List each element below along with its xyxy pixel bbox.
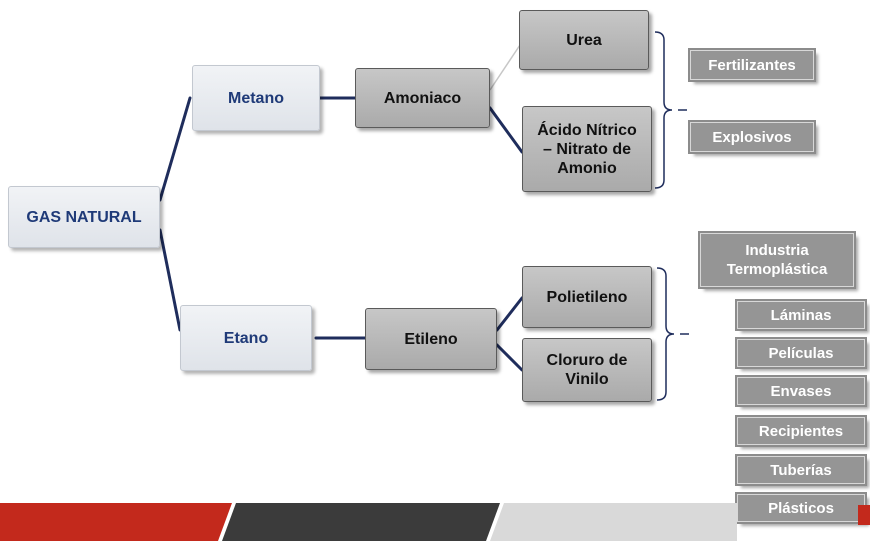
connector-amoniaco-urea: [489, 41, 523, 91]
node-acido-nitrico: Ácido Nítrico – Nitrato de Amonio: [522, 106, 652, 192]
node-metano: Metano: [192, 65, 320, 131]
acido-line-1: Ácido Nítrico: [537, 121, 637, 139]
connector-gas-etano: [158, 228, 182, 332]
footer-red-band: [0, 503, 232, 541]
node-polietileno: Polietileno: [522, 266, 652, 328]
node-gas-natural: GAS NATURAL: [8, 186, 160, 248]
acido-line-2: – Nitrato de: [542, 140, 631, 158]
box-tuberias: Tuberías: [735, 454, 867, 486]
box-laminas: Láminas: [735, 299, 867, 331]
connector-etileno-cloruro: [495, 343, 524, 372]
box-plasticos: Plásticos: [735, 492, 867, 524]
node-amoniaco: Amoniaco: [355, 68, 490, 128]
box-industria-termoplastica: Industria Termoplástica: [698, 231, 856, 289]
node-cloruro-vinilo: Cloruro de Vinilo: [522, 338, 652, 402]
footer-dark-band: [222, 503, 500, 541]
box-explosivos: Explosivos: [688, 120, 816, 154]
box-recipientes: Recipientes: [735, 415, 867, 447]
cloruro-line-2: Vinilo: [565, 371, 609, 388]
acido-line-3: Amonio: [557, 159, 617, 177]
industria-line-2: Termoplástica: [726, 261, 828, 278]
footer-gray-band: [490, 503, 737, 541]
cloruro-line-1: Cloruro de: [546, 352, 628, 369]
connector-etileno-polietileno: [495, 296, 524, 332]
node-etileno: Etileno: [365, 308, 497, 370]
connector-amoniaco-acido: [488, 106, 524, 154]
node-urea: Urea: [519, 10, 649, 70]
industria-line-1: Industria: [745, 242, 809, 259]
bracket-etano-products: [656, 267, 675, 401]
bracket-metano-products: [654, 31, 673, 189]
footer-logo-mark: [858, 505, 870, 525]
connector-gas-metano: [158, 96, 192, 202]
node-etano: Etano: [180, 305, 312, 371]
box-fertilizantes: Fertilizantes: [688, 48, 816, 82]
box-envases: Envases: [735, 375, 867, 407]
box-peliculas: Películas: [735, 337, 867, 369]
